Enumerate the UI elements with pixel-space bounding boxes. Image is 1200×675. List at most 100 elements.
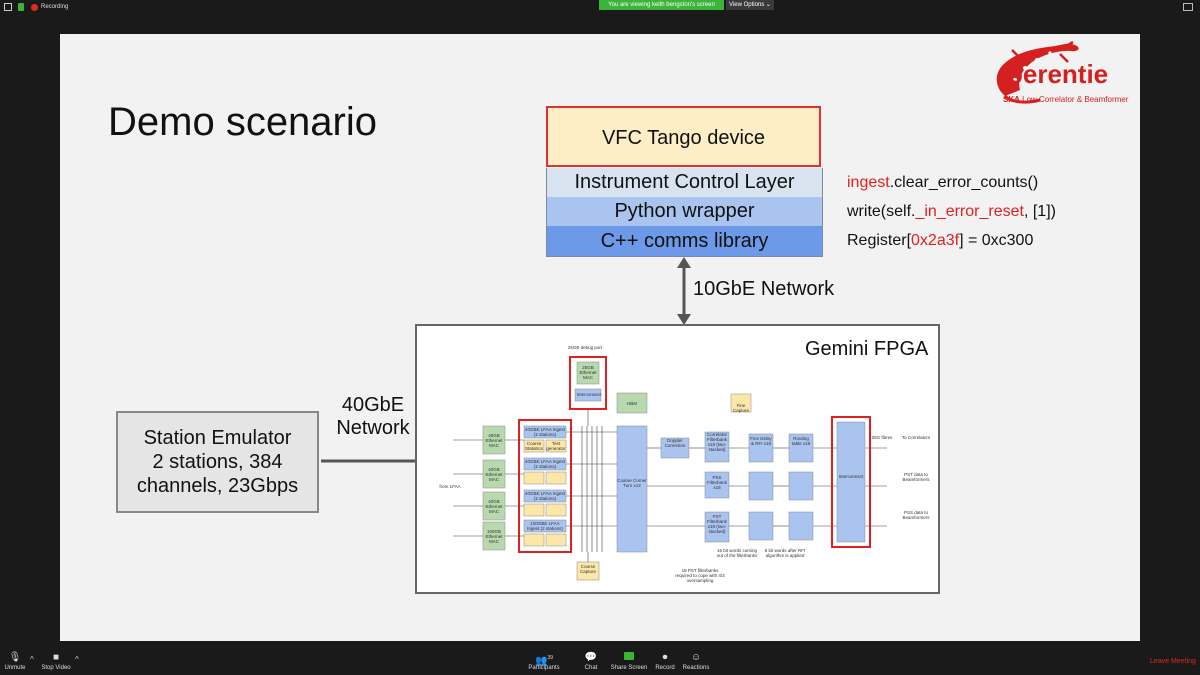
network-40g-label: 40GbE Network — [328, 394, 418, 440]
code-write-pre: write(self. — [847, 203, 916, 220]
reactions-label: Reactions — [682, 665, 710, 671]
logo-wordmark: perentie — [1007, 59, 1109, 89]
zoom-toolbar: 🎙 Unmute ^ ■ Stop Video ^ 👥39 Participan… — [0, 651, 1200, 675]
view-options-button[interactable]: View Options ⌄ — [726, 0, 774, 10]
unmute-label: Unmute — [4, 665, 26, 671]
perentie-lizard-logo — [996, 40, 1079, 104]
station-emulator-line3: channels, 23Gbps — [136, 475, 299, 497]
pst-filterbank-block — [704, 511, 730, 543]
recording-icon — [31, 4, 38, 11]
code-line-1: ingest.clear_error_counts() — [847, 174, 1038, 192]
share-screen-label: Share Screen — [610, 665, 648, 671]
fine-capture-label: Fine Capture — [732, 403, 749, 413]
interconnect-top-block — [574, 388, 602, 402]
out-corr-label: To Correlators — [901, 435, 931, 440]
hbm-label: HBM — [627, 401, 637, 406]
routing-label: Routing table x18 — [791, 436, 811, 446]
record-icon: ⏺ — [662, 652, 668, 663]
reactions-button[interactable]: ☺ Reactions — [671, 651, 721, 675]
fine-delay-label: Fine Delay & RFI x18 — [750, 436, 772, 446]
chat-button[interactable]: 💬 Chat — [566, 651, 616, 675]
code-line-3: Register[0x2a3f] = 0xc300 — [847, 232, 1033, 250]
reactions-icon: ☺ — [690, 652, 702, 663]
station-emulator-line2: 2 stations, 384 — [152, 451, 283, 473]
interconnect-right-block — [836, 421, 866, 543]
slide-title: Demo scenario — [108, 100, 378, 144]
participants-count: 39 — [547, 655, 553, 661]
pst-fb-label: PST Filterbank x18 (two-stacked) — [707, 514, 727, 534]
test-gen-label: Test generator — [546, 441, 566, 451]
recording-label[interactable]: Recording — [41, 4, 69, 10]
network-10g-arrow — [677, 257, 691, 325]
instrument-control-layer-box: Instrument Control Layer — [546, 168, 823, 197]
fine-capture-block — [730, 393, 752, 413]
station-emulator-box: Station Emulator 2 stations, 384 channel… — [116, 411, 319, 513]
chat-icon: 💬 — [584, 652, 598, 663]
ingest-group — [523, 425, 567, 547]
logo-subtitle-text: Low Correlator & Beamformer — [1022, 95, 1129, 104]
ingest-label-2: 40GBE LFAA Ingest (2 stations) — [524, 459, 566, 469]
code-register-pre: Register[ — [847, 232, 912, 249]
eth-mac-top-label: 25GB Ethernet MAC — [579, 365, 597, 380]
network-10g-label: 10GbE Network — [693, 278, 835, 300]
record-label: Record — [655, 665, 675, 671]
fine-delay-block — [748, 433, 774, 463]
out-pst-label: PST data to Beamformers — [902, 472, 930, 482]
microphone-muted-icon: 🎙 — [8, 652, 22, 663]
out-pss-label: PSS data to Beamformers — [902, 510, 930, 520]
record-button[interactable]: ⏺ Record — [640, 651, 690, 675]
share-screen-button[interactable]: Share Screen — [604, 651, 654, 675]
code-register-post: ] = 0xc300 — [959, 232, 1034, 249]
coarse-capture-label: Coarse Capture — [579, 564, 596, 574]
participants-label: Participants — [528, 665, 560, 671]
mac-label-1: 40GB Ethernet MAC — [485, 433, 503, 448]
participants-icon: 👥39 — [534, 655, 553, 667]
leave-meeting-button[interactable]: Leave Meeting — [1150, 658, 1196, 665]
station-emulator-line1: Station Emulator — [143, 427, 292, 449]
fpga-title: Gemini FPGA — [805, 338, 929, 360]
stop-video-button[interactable]: ■ Stop Video — [31, 651, 81, 675]
hbm-block — [616, 392, 648, 414]
doppler-label: Doppler Correction — [664, 438, 686, 448]
ingest-label-3: 40GBE LFAA Ingest (2 stations) — [524, 491, 566, 501]
eth-mac-top-block — [576, 361, 600, 385]
interconnect-top-label: Interconnect — [576, 392, 602, 397]
ingest-label-1: 40GBE LFAA Ingest (2 stations) — [524, 427, 566, 437]
routing-table-block — [788, 433, 814, 463]
note-8bit-label: 8 bit words after RFI algorithm is appli… — [764, 548, 806, 558]
participants-button[interactable]: 👥39 Participants — [519, 651, 569, 675]
view-options-label: View Options — [729, 2, 765, 8]
corner-turn-label: Coarse Corner Turn x12 — [617, 478, 647, 488]
code-in-error-reset: _in_error_reset — [915, 203, 1024, 220]
screen-share-notice: You are viewing keith bengston's screen — [599, 0, 724, 10]
mac-label-4: 100GB Ethernet MAC — [485, 529, 503, 544]
corr-fb-label: Correlator Filterbank x18 (two-stacked) — [706, 432, 727, 452]
code-line-2: write(self._in_error_reset, [1]) — [847, 203, 1056, 221]
from-lfaa-label: from LFAA — [439, 484, 461, 489]
video-options-caret-icon[interactable]: ^ — [75, 655, 79, 664]
code-ingest: ingest — [847, 174, 890, 191]
pss-filterbank-block — [704, 471, 730, 499]
info-icon[interactable] — [4, 3, 12, 11]
coarse-stats-label: Coarse Statistics — [524, 441, 543, 451]
debug-port-label: 25GB debug port — [567, 345, 603, 350]
ingest-label-4: 100GBE LFAA Ingest (2 stations) — [527, 521, 563, 531]
correlator-filterbank-block — [704, 431, 730, 463]
python-wrapper-box: Python wrapper — [546, 197, 823, 226]
coarse-corner-turn-block — [616, 425, 648, 553]
share-screen-icon — [604, 651, 654, 665]
code-register-address: 0x2a3f — [911, 232, 960, 249]
audio-options-caret-icon[interactable]: ^ — [30, 655, 34, 664]
chat-label: Chat — [584, 665, 598, 671]
vfc-tango-device-box: VFC Tango device — [546, 106, 821, 167]
interconnect-highlight — [831, 416, 871, 548]
unmute-button[interactable]: 🎙 Unmute — [0, 651, 40, 675]
routing-table-block — [788, 471, 814, 501]
fullscreen-icon[interactable] — [1183, 3, 1193, 11]
lock-icon[interactable] — [18, 3, 24, 11]
code-write-post: , [1]) — [1023, 203, 1056, 220]
zoom-top-bar: Recording You are viewing keith bengston… — [0, 0, 1200, 34]
doppler-block — [660, 437, 690, 459]
network-40g-line1: 40GbE — [341, 394, 405, 416]
fpga-block-diagram — [453, 356, 887, 581]
